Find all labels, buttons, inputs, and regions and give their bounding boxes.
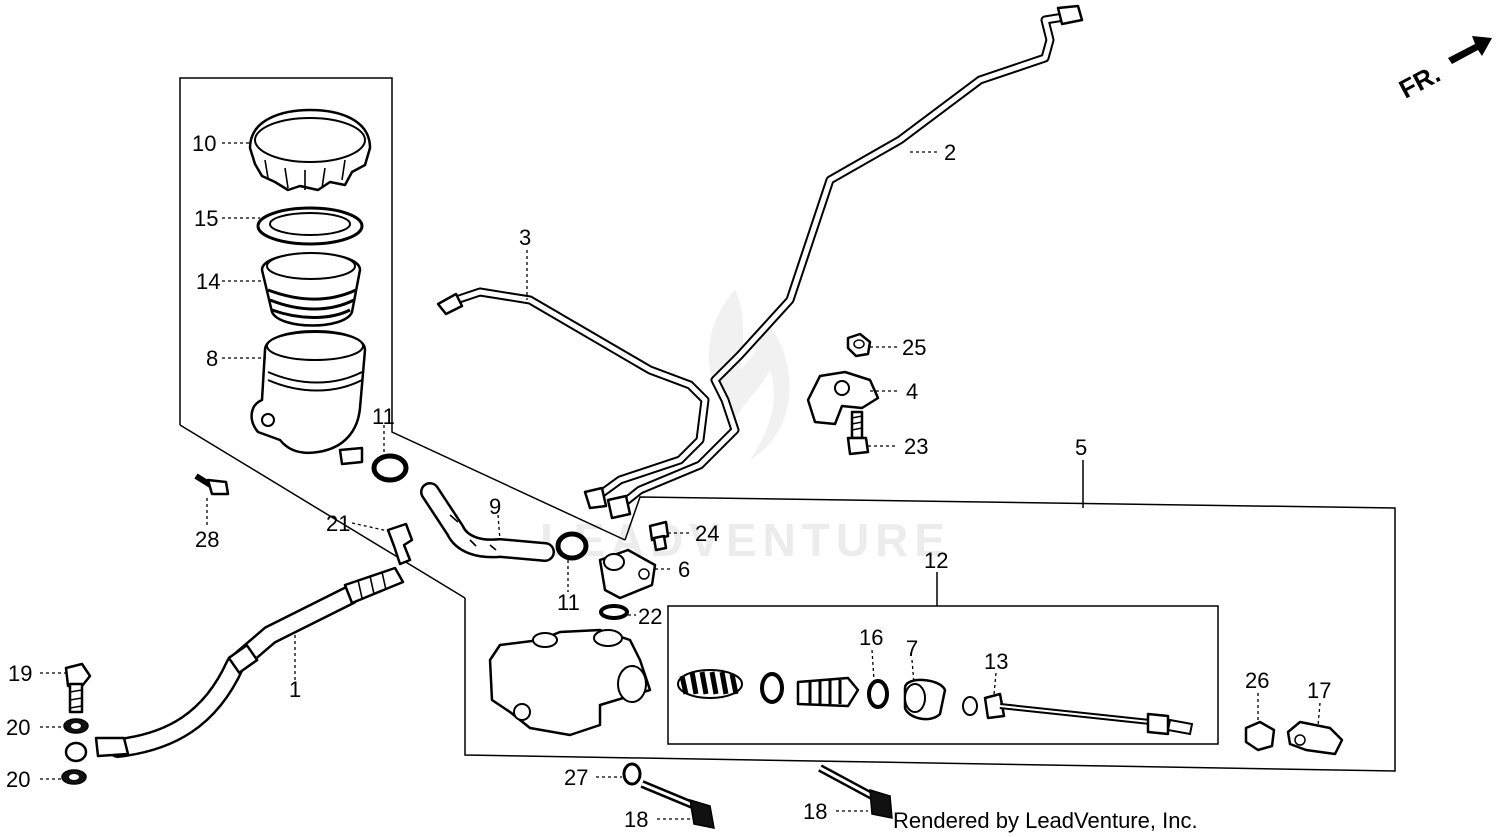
callout-12: 12 (924, 548, 948, 573)
clamp-nut (846, 332, 872, 358)
reservoir-group-box (179, 77, 626, 541)
reservoir-cap (248, 108, 372, 192)
joint-o-ring (599, 604, 629, 620)
clutch-pipe-2 (606, 4, 1084, 520)
primary-cup (760, 672, 784, 704)
sealing-washer-upper (63, 718, 89, 734)
clevis (1286, 720, 1344, 756)
clutch-hose (64, 566, 405, 763)
callout-25: 25 (902, 335, 926, 360)
mount-washer (622, 762, 642, 786)
clutch-pipe-3 (436, 287, 710, 510)
callout-20-upper: 20 (6, 715, 30, 740)
push-rod (962, 692, 1194, 736)
piston-kit (677, 669, 860, 708)
front-arrow-icon (1448, 36, 1492, 64)
rod-nut (1244, 720, 1276, 752)
leader-lines (40, 142, 1321, 820)
callout-19: 19 (8, 661, 32, 686)
reservoir-body (250, 330, 367, 466)
callout-1: 1 (289, 677, 301, 702)
circlip (867, 679, 889, 709)
callout-4: 4 (906, 379, 918, 404)
callout-11-upper: 11 (372, 404, 395, 429)
hose-joint (598, 548, 657, 600)
callout-7: 7 (906, 636, 918, 661)
callout-6: 6 (678, 557, 690, 582)
callout-26: 26 (1245, 668, 1269, 693)
reservoir-group-box-lower (179, 424, 466, 599)
callout-23: 23 (904, 434, 928, 459)
callout-10: 10 (192, 131, 216, 156)
callout-labels: 10 15 14 8 11 9 11 21 28 1 19 20 20 3 2 … (6, 131, 1331, 832)
pipe-clamp (806, 370, 880, 426)
callout-9: 9 (489, 494, 501, 519)
callout-16: 16 (859, 625, 883, 650)
callout-17: 17 (1307, 678, 1331, 703)
hose-clip (386, 522, 414, 566)
callout-15: 15 (194, 206, 218, 231)
group-outlines (179, 77, 1396, 772)
callout-24: 24 (695, 521, 719, 546)
callout-21: 21 (326, 511, 350, 536)
callout-13: 13 (984, 649, 1008, 674)
mount-bolt-left (640, 780, 715, 829)
reservoir-hose (420, 482, 555, 562)
piston-kit-box (667, 605, 1219, 745)
callout-14: 14 (196, 269, 220, 294)
callout-3: 3 (519, 225, 531, 250)
callout-22: 22 (638, 604, 662, 629)
front-label: FR. (1394, 58, 1445, 104)
render-credit: Rendered by LeadVenture, Inc. (893, 808, 1198, 833)
callout-20-lower: 20 (6, 767, 30, 792)
reservoir-gasket (256, 206, 364, 246)
callout-2: 2 (944, 140, 956, 165)
piston (796, 676, 860, 708)
master-cylinder-group-box (464, 496, 1396, 772)
mount-bolt-right (818, 764, 893, 819)
callout-28: 28 (195, 527, 219, 552)
front-direction-indicator: FR. (1394, 36, 1492, 104)
callout-27: 27 (564, 765, 588, 790)
master-cylinder-body (488, 628, 652, 737)
clamp-bolt (846, 410, 870, 456)
return-spring (677, 669, 743, 699)
sealing-washer-lower (61, 769, 87, 785)
callout-5: 5 (1075, 435, 1087, 460)
watermark: LEADVENTURE (540, 290, 945, 566)
mounting-bolt-28 (194, 473, 230, 496)
callout-8: 8 (206, 346, 218, 371)
callout-18-right: 18 (803, 799, 827, 824)
reservoir-strainer (260, 252, 362, 327)
hose-clamp-lower (555, 531, 589, 561)
bleeder-screw (648, 520, 670, 552)
callout-11-lower: 11 (557, 590, 580, 615)
union-bolt (64, 662, 92, 714)
hose-clamp-upper (371, 453, 409, 483)
dust-boot (903, 678, 947, 721)
callout-18-left: 18 (624, 807, 648, 832)
